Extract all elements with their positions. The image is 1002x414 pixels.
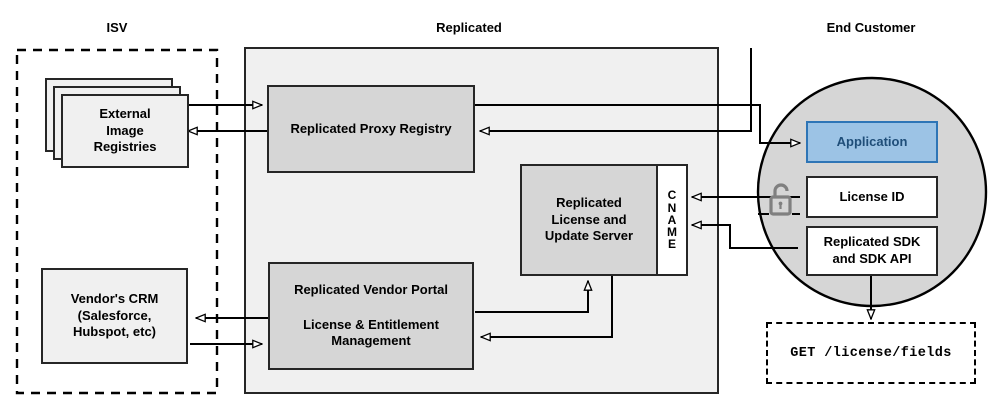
- license-server-label-line1: Replicated: [556, 195, 622, 211]
- license-server-label-line3: Update Server: [544, 228, 634, 244]
- conn-sdk-to-cname: [692, 225, 798, 249]
- cname-letter-n: N: [667, 200, 677, 215]
- cname-letter-c: C: [667, 188, 677, 203]
- vendor-portal-label-line2: License & Entitlement: [303, 316, 439, 332]
- registries-label-line2: Image: [106, 122, 144, 138]
- registries-label-line3: Registries: [93, 139, 157, 155]
- vendor-portal-label-line1: Replicated Vendor Portal: [294, 282, 448, 298]
- replicated-sdk-box[interactable]: Replicated SDK and SDK API: [806, 226, 938, 276]
- isv-boundary: [15, 48, 219, 395]
- api-call-box[interactable]: GET /license/fields: [766, 322, 976, 384]
- vendor-portal-label-line3: Management: [331, 333, 411, 349]
- crm-label-line3: Hubspot, etc): [72, 324, 157, 340]
- replicated-vendor-portal[interactable]: Replicated Vendor Portal License & Entit…: [268, 262, 474, 370]
- sdk-label-line1: Replicated SDK: [823, 234, 921, 250]
- cname-letter-m: M: [667, 225, 677, 240]
- cname-letter-e: E: [667, 237, 676, 252]
- crm-label-line2: (Salesforce,: [77, 307, 152, 323]
- api-call-label: GET /license/fields: [790, 345, 952, 361]
- application-label: Application: [836, 133, 908, 149]
- license-id-box[interactable]: License ID: [806, 176, 938, 218]
- conn-portal-to-license-server: [475, 281, 588, 313]
- zone-title-end-customer: End Customer: [826, 20, 916, 35]
- external-image-registries[interactable]: External Image Registries: [61, 94, 189, 168]
- replicated-license-and-update-server[interactable]: Replicated License and Update Server: [520, 164, 658, 276]
- license-id-label: License ID: [839, 188, 905, 204]
- conn-license-server-to-portal: [481, 275, 613, 337]
- zone-title-replicated: Replicated: [436, 20, 502, 35]
- vendors-crm[interactable]: Vendor's CRM (Salesforce, Hubspot, etc): [41, 268, 188, 364]
- registries-label-line1: External: [99, 106, 151, 122]
- replicated-proxy-registry[interactable]: Replicated Proxy Registry: [267, 85, 475, 173]
- conn-proxy-to-application: [475, 104, 800, 143]
- crm-label-line1: Vendor's CRM: [70, 291, 159, 307]
- cname-letter-a: A: [667, 212, 677, 227]
- proxy-registry-label: Replicated Proxy Registry: [290, 120, 452, 136]
- license-server-label-line2: License and: [551, 211, 627, 227]
- cname-strip[interactable]: C N A M E: [656, 164, 688, 276]
- application-box[interactable]: Application: [806, 121, 938, 163]
- zone-title-isv: ISV: [106, 20, 128, 35]
- conn-customer-to-proxy: [480, 48, 752, 131]
- unlock-icon: [758, 183, 800, 216]
- sdk-label-line2: and SDK API: [832, 251, 912, 266]
